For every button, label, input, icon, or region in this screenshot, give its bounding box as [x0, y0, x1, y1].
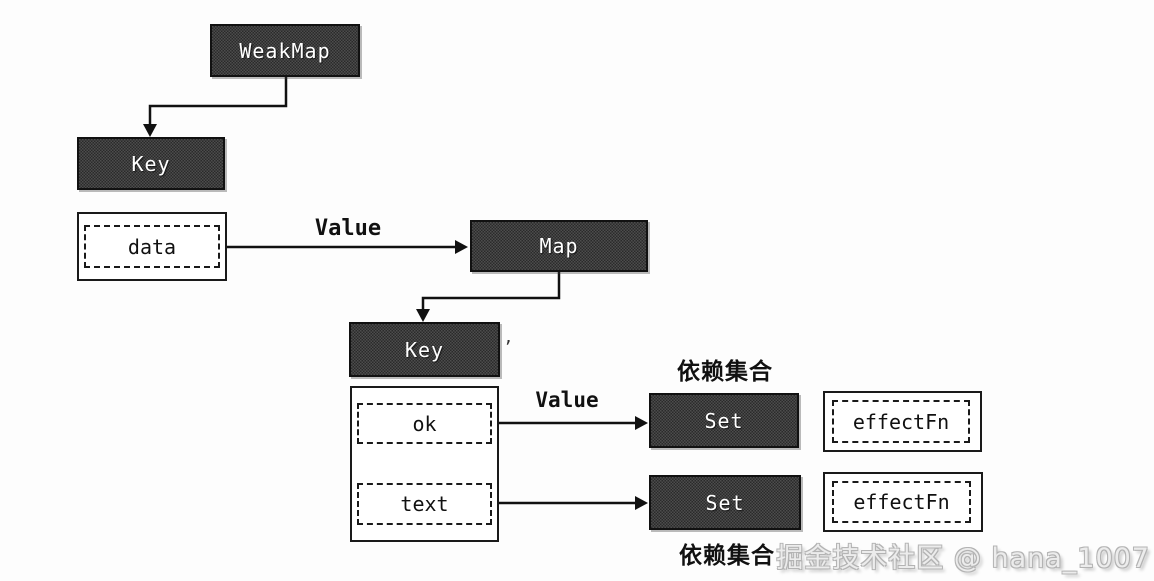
edge-label-value-top: Value	[314, 216, 382, 241]
node-map: Map	[470, 220, 648, 272]
node-weakmap: WeakMap	[210, 24, 360, 77]
arrowhead-data-to-map	[455, 240, 468, 254]
node-data-outer: data	[77, 212, 227, 281]
watermark: 掘金技术社区 @ hana_1007	[776, 543, 1150, 574]
node-text-label: text	[400, 492, 449, 516]
edge-label-value-bottom: Value	[535, 388, 599, 412]
node-weakmap-label: WeakMap	[239, 38, 331, 63]
node-set-bottom-label: Set	[705, 490, 745, 515]
node-map-label: Map	[539, 234, 579, 258]
arrowhead-text-to-set	[635, 496, 648, 510]
node-effectfn-bottom-label: effectFn	[853, 490, 950, 514]
node-set-top-label: Set	[704, 408, 744, 433]
node-key-top: Key	[77, 137, 225, 190]
node-effectfn-bottom-outer: effectFn	[823, 472, 983, 532]
node-ok-label: ok	[412, 411, 437, 436]
arrowhead-map-to-key	[416, 309, 430, 322]
deps-label-top: 依赖集合	[677, 359, 773, 385]
arrow-weakmap-to-key	[148, 76, 288, 130]
node-key-inner-label: Key	[404, 337, 445, 362]
arrow-map-to-key	[421, 271, 561, 316]
node-set-top: Set	[649, 393, 799, 448]
node-effectfn-bottom: effectFn	[832, 481, 971, 523]
node-key-inner: Key	[349, 322, 500, 377]
node-effectfn-top-outer: effectFn	[823, 391, 982, 452]
node-effectfn-top-label: effectFn	[852, 409, 950, 434]
stray-mark: ’	[505, 336, 512, 360]
node-data: data	[84, 225, 220, 268]
node-set-bottom: Set	[649, 475, 801, 530]
arrowhead-weakmap-to-key	[143, 124, 157, 137]
node-fields-group: ok text	[350, 386, 499, 542]
node-text: text	[357, 483, 492, 525]
node-ok: ok	[357, 403, 492, 444]
node-effectfn-top: effectFn	[832, 400, 970, 443]
node-key-top-label: Key	[131, 151, 171, 176]
arrowhead-ok-to-set	[635, 416, 648, 430]
deps-label-bottom: 依赖集合	[679, 543, 775, 569]
node-data-label: data	[127, 234, 177, 259]
